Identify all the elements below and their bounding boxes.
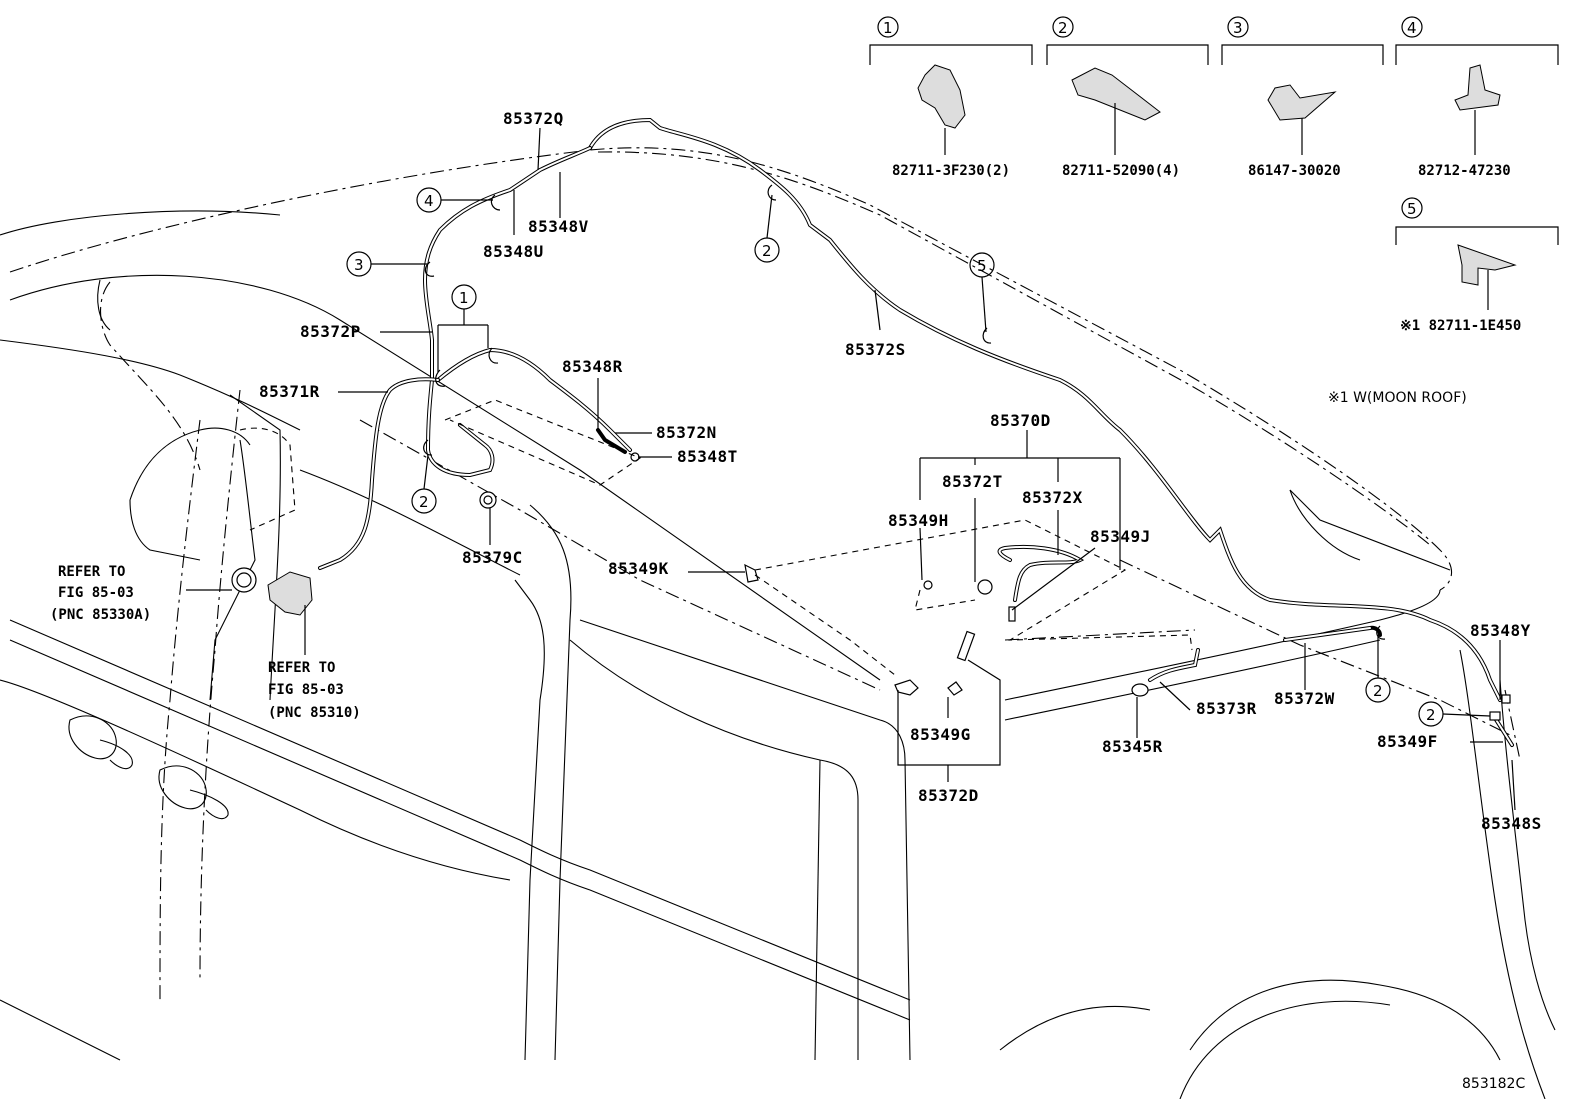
clip-1-icon xyxy=(917,64,966,129)
legend-part-4: 82712-47230 xyxy=(1418,163,1511,179)
label-85372S: 85372S xyxy=(845,340,906,359)
clip-5-icon xyxy=(1457,244,1517,286)
callout-5: 5 xyxy=(977,257,987,275)
legend-part-1: 82711-3F230(2) xyxy=(892,163,1010,179)
label-85372N: 85372N xyxy=(656,423,717,442)
part-labels: 85372Q 85348V 85348U 85372P 85371R 85348… xyxy=(259,109,1542,833)
joint-85349J xyxy=(1008,606,1016,622)
legend-circle-5 xyxy=(1401,197,1423,219)
legend-part-5: ※1 82711-1E450 xyxy=(1400,318,1521,334)
joint-85349G xyxy=(947,681,963,696)
label-85372W: 85372W xyxy=(1274,689,1335,708)
joint-85349K xyxy=(744,563,759,583)
label-85349H: 85349H xyxy=(888,511,949,530)
joint-85349H xyxy=(923,580,933,590)
legend-circle-3 xyxy=(1227,16,1249,38)
leader-lines xyxy=(186,127,1516,811)
footnote: ※1 W(MOON ROOF) xyxy=(1328,390,1467,406)
clip-3-icon xyxy=(1267,84,1337,121)
callouts: 4 3 1 2 2 5 2 2 xyxy=(346,187,1491,727)
legend-circle-1 xyxy=(877,16,899,38)
clamps xyxy=(423,184,1386,640)
clip-4-icon xyxy=(1454,64,1501,111)
label-85349F: 85349F xyxy=(1377,732,1438,751)
grommet-85372T xyxy=(977,579,993,595)
label-85348Y: 85348Y xyxy=(1470,621,1531,640)
label-85372Q: 85372Q xyxy=(503,109,564,128)
legend-num-2: 2 xyxy=(1058,19,1068,37)
label-85379C: 85379C xyxy=(462,548,523,567)
ref-bottom-line3: (PNC 85310) xyxy=(268,705,361,721)
ref-left-line3: (PNC 85330A) xyxy=(50,607,151,623)
label-85372X: 85372X xyxy=(1022,488,1083,507)
callout-3: 3 xyxy=(354,256,364,274)
dashed-outlines xyxy=(444,399,1193,676)
label-85348S: 85348S xyxy=(1481,814,1542,833)
pump-85310 xyxy=(267,571,313,616)
nozzle-85345R xyxy=(1131,683,1149,697)
refer-notes: REFER TO FIG 85-03 (PNC 85330A) REFER TO… xyxy=(50,564,361,721)
legend-num-1: 1 xyxy=(883,19,893,37)
legend-circle-4 xyxy=(1401,16,1423,38)
callout-2-c: 2 xyxy=(1373,682,1383,700)
label-85370D: 85370D xyxy=(990,411,1051,430)
callout-2-b: 2 xyxy=(762,242,772,260)
ref-bottom-line2: FIG 85-03 xyxy=(268,682,344,698)
clip-2-icon xyxy=(1071,67,1161,121)
label-85349K: 85349K xyxy=(608,559,669,578)
label-85349J: 85349J xyxy=(1090,527,1151,546)
label-85345R: 85345R xyxy=(1102,737,1163,756)
callout-2-a: 2 xyxy=(419,493,429,511)
label-85371R: 85371R xyxy=(259,382,320,401)
callout-2-d: 2 xyxy=(1426,706,1436,724)
vehicle-body-outline xyxy=(0,147,1556,1099)
label-85349G: 85349G xyxy=(910,725,971,744)
ref-left-line2: FIG 85-03 xyxy=(58,585,134,601)
label-85348T: 85348T xyxy=(677,447,738,466)
label-85348R: 85348R xyxy=(562,357,623,376)
label-85348U: 85348U xyxy=(483,242,544,261)
label-85373R: 85373R xyxy=(1196,699,1257,718)
legend-circle-2 xyxy=(1052,16,1074,38)
legend-part-3: 86147-30020 xyxy=(1248,163,1341,179)
label-85372T: 85372T xyxy=(942,472,1003,491)
label-85372D: 85372D xyxy=(918,786,979,805)
legend-num-4: 4 xyxy=(1407,19,1417,37)
washer-hoses xyxy=(318,117,1514,747)
joint-85349F xyxy=(1489,711,1501,721)
legend-part-2: 82711-52090(4) xyxy=(1062,163,1180,179)
legend-num-3: 3 xyxy=(1233,19,1243,37)
label-85372P: 85372P xyxy=(300,322,361,341)
legend: 1 82711-3F230(2) 2 82711-52090(4) 3 8614… xyxy=(869,16,1559,406)
small-parts xyxy=(231,428,1511,721)
ref-bottom-line1: REFER TO xyxy=(268,660,335,676)
ref-left-line1: REFER TO xyxy=(58,564,125,580)
callout-4: 4 xyxy=(424,192,434,210)
diagram-id: 853182C xyxy=(1462,1076,1525,1092)
callout-1: 1 xyxy=(459,289,469,307)
label-85348V: 85348V xyxy=(528,217,589,236)
legend-num-5: 5 xyxy=(1407,200,1417,218)
